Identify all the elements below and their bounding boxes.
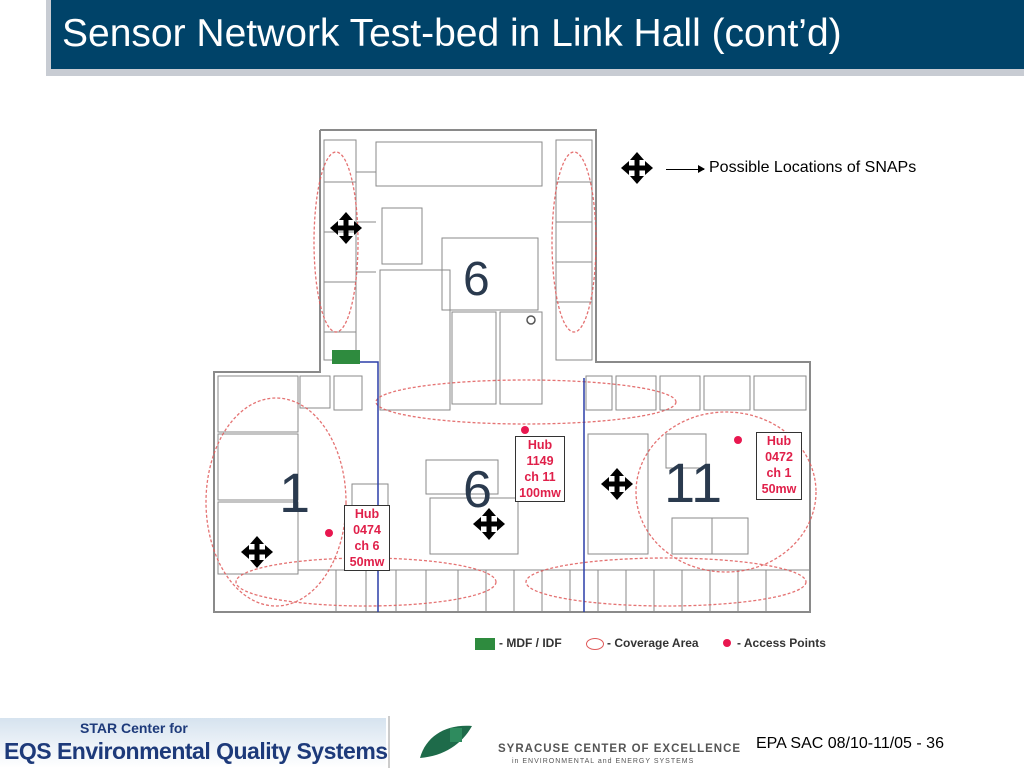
zone-label: 11	[664, 451, 723, 514]
mdf-room	[332, 350, 360, 364]
access-point	[521, 426, 529, 434]
legend-label: Possible Locations of SNAPs	[709, 159, 917, 176]
logo-right: SYRACUSE CENTER OF EXCELLENCE in ENVIRON…	[388, 716, 740, 768]
mdf-swatch	[475, 638, 495, 650]
snap-location-icon	[601, 468, 633, 500]
zone-label: 1	[279, 461, 311, 524]
leaf-logo-icon	[420, 725, 472, 758]
access-point-swatch	[723, 639, 731, 647]
key-mdf: - MDF / IDF	[499, 636, 562, 650]
zone-label: 6	[463, 253, 490, 306]
slide-reference: EPA SAC 08/10-11/05 - 36	[756, 735, 944, 752]
key-coverage: - Coverage Area	[607, 636, 699, 650]
snap-location-icon	[473, 508, 505, 540]
access-point	[734, 436, 742, 444]
snap-location-icon	[241, 536, 273, 568]
key-access: - Access Points	[737, 636, 826, 650]
snap-location-icon	[330, 212, 362, 244]
floor-plan	[205, 129, 817, 613]
title-bar	[51, 0, 1024, 69]
coverage-swatch	[586, 638, 604, 650]
logo-left: STAR Center for EQS Environmental Qualit…	[0, 718, 388, 768]
legend-arrow-line	[666, 169, 704, 170]
access-point	[325, 529, 333, 537]
zone-label: 6	[463, 461, 492, 519]
floor-marker	[526, 315, 536, 325]
snap-legend-icon	[621, 152, 653, 184]
legend-arrowhead	[698, 165, 705, 173]
slide-title: Sensor Network Test-bed in Link Hall (co…	[62, 12, 842, 55]
